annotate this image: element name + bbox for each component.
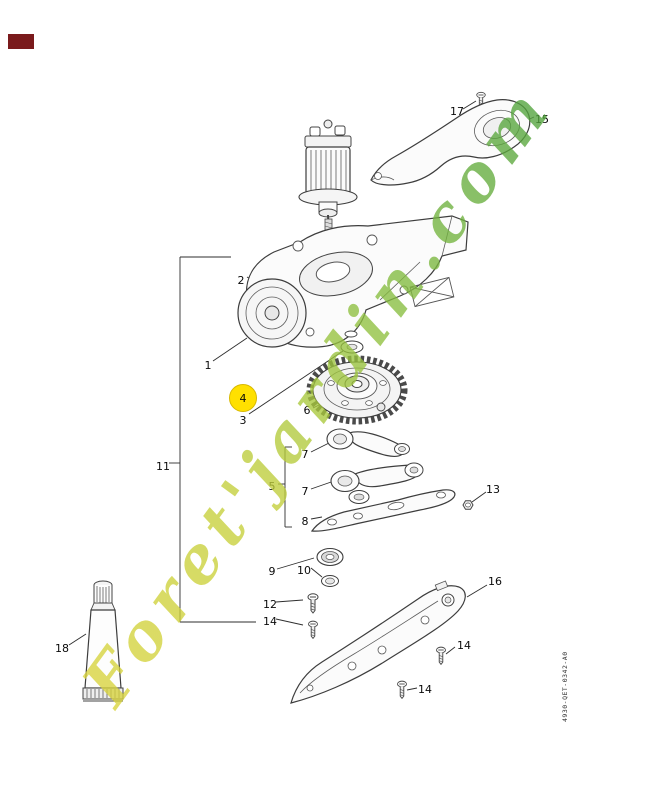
- callout-10[interactable]: 10: [297, 564, 311, 577]
- callout-14b[interactable]: 14: [457, 639, 471, 652]
- callout-1[interactable]: 1: [205, 359, 212, 372]
- callout-11[interactable]: 11: [156, 460, 170, 473]
- screw-12-part: [307, 593, 319, 614]
- bearing-mid-part: [348, 490, 370, 504]
- callout-7a[interactable]: 7: [302, 448, 309, 461]
- callout-13[interactable]: 13: [486, 483, 500, 496]
- callout-9[interactable]: 9: [269, 565, 276, 578]
- bracket-11: [169, 256, 256, 623]
- washer-stack-part: [340, 330, 364, 354]
- callout-labels: 17 15 2 1 11 3 4 6 7 7 5 8 13 9 10 12 14…: [55, 105, 549, 696]
- corner-logo-fragment: [8, 34, 34, 49]
- bracket-5: [278, 446, 292, 528]
- gasket-part: [409, 276, 455, 308]
- callout-8[interactable]: 8: [302, 515, 309, 528]
- callout-3[interactable]: 3: [240, 414, 247, 427]
- nut-part: [462, 500, 474, 510]
- drawing-number: 4930-QET-0342-A0: [561, 651, 569, 722]
- callout-6[interactable]: 6: [304, 404, 311, 417]
- gearbox-housing-part: [237, 215, 469, 348]
- gear-part: [306, 355, 408, 425]
- callout-7b[interactable]: 7: [302, 485, 309, 498]
- callout-5[interactable]: 5: [269, 480, 276, 493]
- leader-lines: [68, 100, 535, 691]
- callout-14a[interactable]: 14: [263, 615, 277, 628]
- callout-2[interactable]: 2: [238, 274, 245, 287]
- callout-12[interactable]: 12: [263, 598, 277, 611]
- screw-14b-part: [436, 646, 446, 665]
- callout-4-highlighted[interactable]: 4: [240, 392, 247, 405]
- link-upper-part: [326, 428, 410, 458]
- blade-cover-part: [290, 580, 466, 704]
- bearing-part: [316, 547, 344, 567]
- screw-14c-part: [397, 680, 407, 699]
- callout-15[interactable]: 15: [535, 113, 549, 126]
- handle-cover-part: [370, 99, 531, 186]
- callout-17[interactable]: 17: [450, 105, 464, 118]
- plate-part: [310, 489, 456, 532]
- ring-part: [321, 575, 339, 587]
- grease-tube-part: [82, 580, 124, 702]
- callout-18[interactable]: 18: [55, 642, 69, 655]
- highlight-circle[interactable]: [229, 384, 257, 412]
- callout-16[interactable]: 16: [488, 575, 502, 588]
- callout-14c[interactable]: 14: [418, 683, 432, 696]
- screw-14a-part: [308, 620, 318, 639]
- link-lower-part: [330, 462, 424, 493]
- motor-part: [298, 119, 358, 244]
